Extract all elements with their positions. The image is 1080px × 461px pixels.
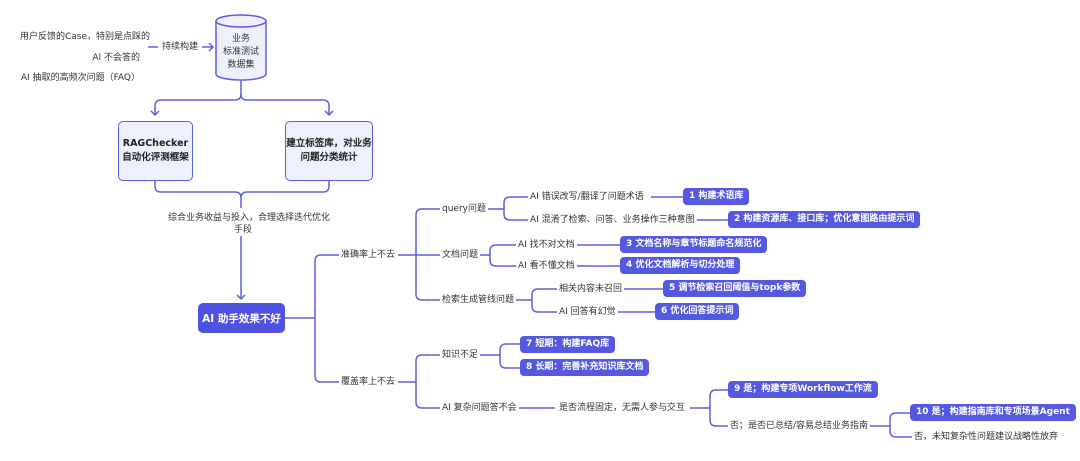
action-2[interactable]: 2 构建资源库、接口库；优化意图路由提示词 bbox=[728, 211, 921, 228]
question-guide[interactable]: 否；是否已总结/容易总结业务指南 bbox=[728, 420, 871, 432]
tagging-line-2: 问题分类统计 bbox=[300, 152, 358, 163]
action-6[interactable]: 6 优化回答提示词 bbox=[655, 303, 740, 320]
ragchecker-subtitle: 自动化评测框架 bbox=[122, 152, 189, 163]
issue-3[interactable]: AI 找不对文档 bbox=[516, 239, 577, 251]
dataset-line-3: 数据集 bbox=[227, 60, 255, 70]
dataset-label: 业务 标准测试 数据集 bbox=[216, 33, 266, 72]
action-9[interactable]: 9 是；构建专项Workflow工作流 bbox=[728, 381, 878, 398]
merge-note: 综合业务收益与投入，合理选择迭代优化 手段 bbox=[166, 212, 331, 236]
source-ai-unanswered: AI 不会答的 bbox=[18, 52, 142, 64]
action-7[interactable]: 7 短期：构建FAQ库 bbox=[520, 336, 616, 353]
abandon-note[interactable]: 否，未知复杂性问题建议战略性放弃 bbox=[912, 431, 1061, 443]
node-complex[interactable]: AI 复杂问题答不会 bbox=[440, 402, 519, 414]
node-doc[interactable]: 文档问题 bbox=[440, 249, 481, 261]
action-3[interactable]: 3 文档名称与章节标题命名规范化 bbox=[620, 236, 768, 253]
merge-note-line-1: 综合业务收益与投入，合理选择迭代优化 bbox=[168, 213, 331, 223]
source-faq: AI 抽取的高频次问题（FAQ） bbox=[8, 72, 142, 84]
action-5[interactable]: 5 调节检索召回阈值与topk参数 bbox=[663, 280, 807, 297]
node-query[interactable]: query问题 bbox=[440, 203, 488, 215]
root-node[interactable]: AI 助手效果不好 bbox=[198, 303, 285, 333]
branch-coverage[interactable]: 覆盖率上不去 bbox=[339, 376, 398, 388]
ragchecker-title: RAGChecker bbox=[122, 138, 189, 149]
build-label: 持续构建 bbox=[160, 41, 201, 53]
node-pipeline[interactable]: 检索生成管线问题 bbox=[440, 294, 517, 306]
tagging-line-1: 建立标签库，对业务 bbox=[286, 138, 372, 149]
issue-6[interactable]: AI 回答有幻觉 bbox=[557, 306, 618, 318]
node-knowledge[interactable]: 知识不足 bbox=[440, 349, 481, 361]
action-8[interactable]: 8 长期：完善补充知识库文档 bbox=[520, 359, 650, 376]
dataset-cylinder bbox=[215, 21, 267, 81]
issue-1[interactable]: AI 错误改写/翻译了问题术语 bbox=[528, 191, 646, 203]
dataset-cylinder-top bbox=[215, 14, 267, 28]
merge-note-line-2: 手段 bbox=[233, 225, 252, 235]
action-4[interactable]: 4 优化文档解析与切分处理 bbox=[620, 257, 741, 274]
build-arrow-head bbox=[208, 42, 215, 52]
branch-accuracy[interactable]: 准确率上不去 bbox=[339, 249, 398, 261]
question-fixed-flow[interactable]: 是否流程固定，无需人参与交互 bbox=[557, 402, 688, 414]
dataset-line-2: 标准测试 bbox=[222, 47, 259, 57]
dataset-line-1: 业务 bbox=[231, 34, 250, 44]
issue-4[interactable]: AI 看不懂文档 bbox=[516, 260, 577, 272]
ragchecker-box[interactable]: RAGChecker 自动化评测框架 bbox=[118, 121, 193, 181]
action-1[interactable]: 1 构建术语库 bbox=[683, 188, 750, 205]
issue-5[interactable]: 相关内容未召回 bbox=[557, 283, 625, 295]
source-user-feedback: 用户反馈的Case，特别是点踩的 bbox=[18, 31, 151, 43]
action-10[interactable]: 10 是；构建指南库和专项场景Agent bbox=[910, 404, 1076, 421]
tagging-box[interactable]: 建立标签库，对业务问题分类统计 bbox=[285, 121, 373, 181]
issue-2[interactable]: AI 混淆了检索、问答、业务操作三种意图 bbox=[528, 214, 697, 226]
